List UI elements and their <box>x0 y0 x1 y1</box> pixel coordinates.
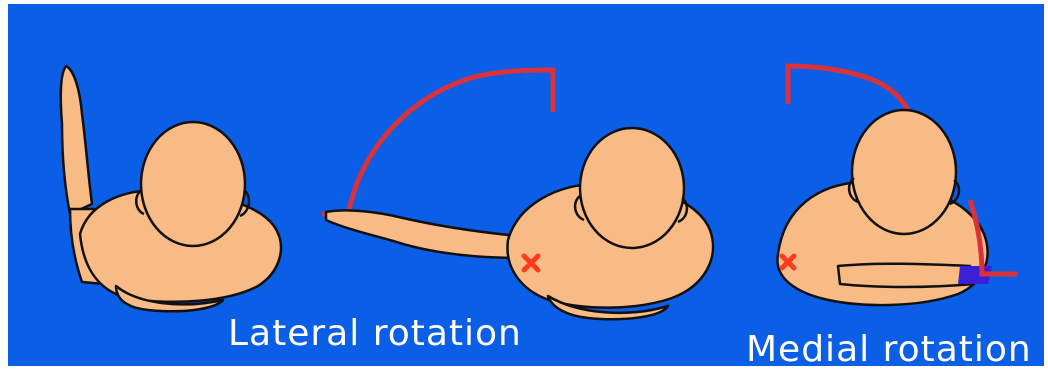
figure-medial <box>777 66 1018 305</box>
lateral-head <box>580 128 684 248</box>
medial-rotation-caption: Medial rotation <box>746 332 1032 368</box>
medial-forearm <box>838 264 974 287</box>
lateral-forearm <box>326 210 522 258</box>
lateral-rotation-arc <box>348 70 553 216</box>
neutral-forearm <box>61 66 92 214</box>
figure-neutral <box>61 66 281 311</box>
neutral-head <box>141 122 245 246</box>
shoulder-rotation-illustration <box>8 4 1044 366</box>
diagram-canvas: Lateral rotation Medial rotation <box>8 4 1044 366</box>
lateral-rotation-caption: Lateral rotation <box>228 316 522 352</box>
figure-lateral <box>322 70 713 319</box>
medial-head <box>852 110 956 234</box>
medial-rotation-arc <box>788 66 910 116</box>
